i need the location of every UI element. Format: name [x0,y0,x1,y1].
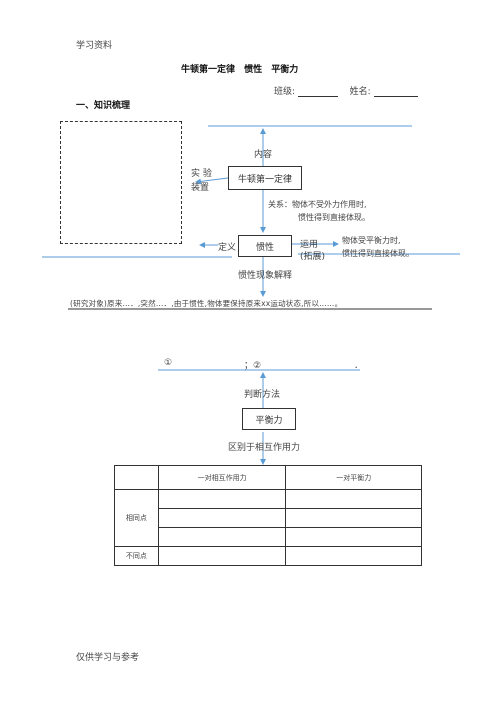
apply-text-1: 物体受平衡力时, [342,236,401,245]
table-row [115,508,422,528]
content-label: 内容 [254,150,273,160]
page-footer: 仅供学习与参考 [76,653,140,663]
experiment-label-2: 装置 [191,183,210,193]
judge-method-label: 判断方法 [244,390,281,400]
balance-force-box: 平衡力 [242,408,296,430]
table-cell[interactable] [285,489,422,509]
method-end: ． [354,361,364,371]
table-cell[interactable] [157,527,287,547]
name-label: 姓名: [349,87,371,97]
page-header: 学习资料 [76,41,113,51]
newton-first-law-box: 牛顿第一定律 [228,166,302,190]
class-blank[interactable] [297,87,338,97]
apply-label-1: 运用 [300,240,319,250]
table-cell[interactable] [285,508,422,528]
relation-line-1: 关系：物体不受外力作用时, [268,200,367,209]
same-points-label: 相同点 [114,489,159,547]
table-cell[interactable] [285,527,422,547]
table-cell[interactable] [157,546,287,566]
inertia-box: 惯性 [238,235,292,257]
table-cell[interactable] [157,508,287,528]
comparison-table: 一对相互作用力 一对平衡力 相同点 不同点 [114,465,422,566]
table-row: 不同点 [114,546,422,566]
table-header-cell: 一对平衡力 [285,465,422,490]
table-header-cell: 一对相互作用力 [157,465,287,490]
table-row [115,527,422,547]
method-2-marker: ；② [244,361,262,371]
definition-label: 定义 [218,243,237,253]
apply-label-2: (拓展) [300,252,326,262]
explain-sentence: (研究对象)原来…．,突然…．,由于惯性,物体要保持原来xx运动状态,所以……。 [70,299,343,308]
phenomenon-label: 惯性现象解释 [238,271,293,281]
distinguish-label: 区别于相互作用力 [228,443,301,453]
table-cell[interactable] [285,546,422,566]
table-row: 相同点 [114,489,422,547]
relation-line-2: 惯性得到直接体现。 [298,213,370,222]
experiment-image-placeholder [60,121,182,244]
experiment-label-1: 实 验 [191,169,212,179]
class-label: 班级: [274,87,296,97]
apply-text-2: 惯性得到直接体现。 [342,249,414,258]
experiment-arrow [195,177,229,185]
table-cell[interactable] [157,489,287,509]
name-blank[interactable] [373,87,418,97]
page-title: 牛顿第一定律 惯性 平衡力 [181,65,299,75]
section-heading: 一、知识梳理 [76,101,131,111]
table-header-cell [114,465,159,490]
table-header-row: 一对相互作用力 一对平衡力 [114,465,422,490]
class-field: 班级: 姓名: [274,84,418,97]
method-1-marker: ① [164,358,173,368]
diff-points-label: 不同点 [114,546,159,566]
